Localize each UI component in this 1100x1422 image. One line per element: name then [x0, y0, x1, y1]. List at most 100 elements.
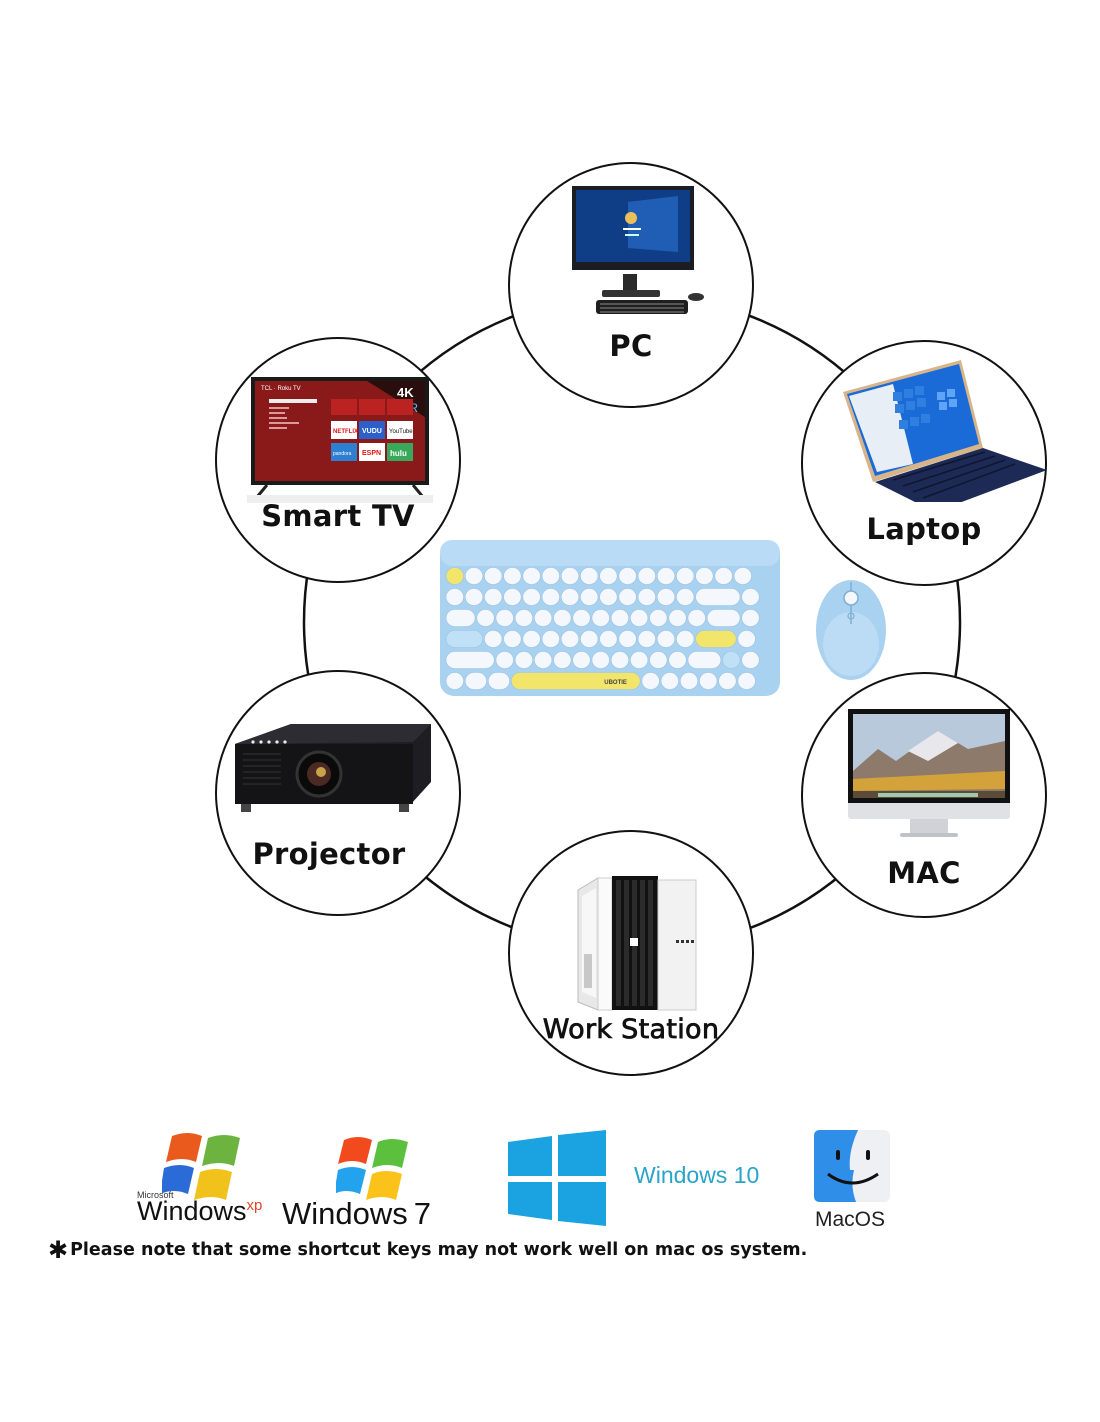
- keyboard-key: [484, 630, 503, 648]
- footnote: ✱Please note that some shortcut keys may…: [48, 1236, 807, 1264]
- keyboard-key: [737, 672, 756, 690]
- keyboard-key: [630, 651, 649, 669]
- keyboard-key: [706, 609, 741, 627]
- device-label-pc: PC: [609, 329, 653, 363]
- device-label-smart-tv: Smart TV: [261, 499, 415, 533]
- imac-icon: [848, 709, 1010, 837]
- svg-text:VUDU: VUDU: [362, 428, 382, 435]
- keyboard-key: [580, 567, 599, 585]
- keyboard-key: [618, 588, 637, 606]
- keyboard-key: [495, 609, 514, 627]
- windows-xp-suffix: xp: [246, 1197, 263, 1214]
- keyboard-key: [695, 630, 737, 648]
- keyboard-key: [656, 630, 676, 648]
- svg-text:pandora: pandora: [333, 451, 352, 457]
- windows-7-word: Windows: [282, 1196, 408, 1231]
- keyboard-key: [445, 672, 464, 690]
- projector-icon: [235, 724, 431, 812]
- keyboard-key: [741, 588, 760, 606]
- keyboard-key: [553, 651, 572, 669]
- keyboard-key: [553, 609, 572, 627]
- device-node-laptop: Laptop: [801, 340, 1047, 586]
- keyboard-key: [649, 609, 668, 627]
- keyboard-key: [445, 567, 464, 585]
- device-node-pc: PC: [508, 162, 754, 408]
- keyboard-key: [476, 609, 495, 627]
- keyboard-key: [718, 672, 737, 690]
- device-label-workstation: Work Station: [542, 1014, 720, 1046]
- device-node-projector: Projector: [215, 670, 461, 916]
- keyboard-key: [618, 567, 637, 585]
- keyboard-key: [687, 651, 722, 669]
- keyboard-key: [676, 588, 695, 606]
- keyboard-key: [630, 609, 649, 627]
- keyboard-key: [699, 672, 718, 690]
- keyboard-key: [541, 567, 560, 585]
- svg-text:ESPN: ESPN: [362, 450, 381, 457]
- keyboard-key: [676, 567, 695, 585]
- keyboard-key: [495, 651, 514, 669]
- keyboard-key: [572, 609, 591, 627]
- keyboard-key: [560, 567, 580, 585]
- keyboard-key: [668, 609, 687, 627]
- keyboard-key: [580, 630, 599, 648]
- tv-badge-4k: 4K: [397, 385, 414, 400]
- keyboard-key: [695, 588, 741, 606]
- keyboard-key: [599, 588, 618, 606]
- device-label-projector: Projector: [252, 837, 406, 871]
- windows-xp-prefix: Microsoft: [137, 1190, 174, 1200]
- keyboard-key: [541, 588, 560, 606]
- keyboard-key: [464, 588, 484, 606]
- device-label-laptop: Laptop: [866, 512, 982, 546]
- keyboard-key: [660, 672, 679, 690]
- keyboard-key: [484, 588, 503, 606]
- keyboard-key: [610, 651, 630, 669]
- keyboard-key: [572, 651, 591, 669]
- keyboard-key: [637, 567, 656, 585]
- keyboard-key: [668, 651, 687, 669]
- macos-finder-icon: [814, 1130, 890, 1202]
- keyboard-key: [599, 630, 618, 648]
- keyboard-key: [733, 567, 752, 585]
- windows-xp-word: Windows: [137, 1196, 247, 1226]
- keyboard-brand-label: UBOTIE: [604, 680, 627, 686]
- keyboard-key: [445, 630, 484, 648]
- keyboard-key: [534, 609, 553, 627]
- keyboard-key: [580, 588, 599, 606]
- device-node-mac: MAC: [801, 672, 1047, 918]
- keyboard-key: [641, 672, 660, 690]
- keyboard-key: [541, 630, 560, 648]
- keyboard-key: [656, 588, 676, 606]
- device-label-mac: MAC: [887, 856, 961, 890]
- smart-tv-icon: 4K HDR TCL · Roku TV NETFLIX VUDU YouTub…: [247, 377, 433, 503]
- keyboard-key: [591, 609, 610, 627]
- windows-xp-flag-icon: [162, 1133, 240, 1200]
- keyboard-key: [522, 630, 541, 648]
- keyboard-key: [503, 567, 522, 585]
- svg-text:TCL · Roku TV: TCL · Roku TV: [261, 386, 301, 392]
- keyboard-key: [637, 588, 656, 606]
- keyboard-tray: [440, 540, 780, 566]
- keyboard-key: [741, 651, 760, 669]
- keyboard-key: [599, 567, 618, 585]
- laptop-icon: [843, 360, 1047, 502]
- windows-7-suffix: 7: [413, 1196, 432, 1231]
- keyboard-key: [687, 609, 706, 627]
- keyboard-key: [487, 672, 510, 690]
- pc-monitor-icon: [572, 186, 704, 314]
- device-node-workstation: Work Station: [508, 830, 754, 1076]
- keyboard-key: [464, 672, 487, 690]
- keyboard-key: [445, 609, 476, 627]
- keyboard-key: [514, 609, 534, 627]
- keyboard-key: [737, 630, 756, 648]
- keyboard-key: [503, 630, 522, 648]
- keyboard-key: [618, 630, 637, 648]
- keyboard-key: [676, 630, 695, 648]
- keyboard-key: [714, 567, 733, 585]
- keyboard-icon: UBOTIE: [440, 540, 780, 696]
- keyboard-key: [679, 672, 699, 690]
- keyboard-key: [722, 651, 741, 669]
- keyboard-key: [656, 567, 676, 585]
